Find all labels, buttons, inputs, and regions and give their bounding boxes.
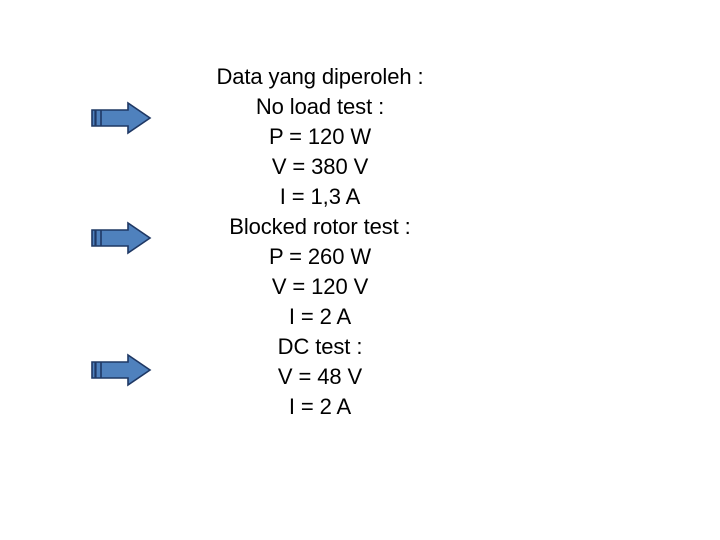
text-line-blocked-rotor-test: Blocked rotor test :	[229, 214, 411, 239]
right-arrow-icon-dc-test	[90, 353, 152, 387]
text-line-blocked-v: V = 120 V	[271, 274, 369, 299]
content-text-block: Data yang diperoleh : No load test : P =…	[160, 62, 480, 422]
text-line-blocked-i: I = 2 A	[288, 304, 352, 329]
text-line-noload-p: P = 120 W	[268, 124, 372, 149]
text-line-dc-i: I = 2 A	[288, 394, 352, 419]
text-line-noload-v: V = 380 V	[271, 154, 369, 179]
text-line-blocked-p: P = 260 W	[268, 244, 372, 269]
text-line-dc-test: DC test :	[277, 334, 363, 359]
right-arrow-icon-no-load-test	[90, 101, 152, 135]
text-line-heading: Data yang diperoleh :	[216, 64, 424, 89]
right-arrow-icon-blocked-rotor-test	[90, 221, 152, 255]
text-line-dc-v: V = 48 V	[277, 364, 363, 389]
text-line-noload-i: I = 1,3 A	[279, 184, 361, 209]
text-line-no-load-test: No load test :	[255, 94, 385, 119]
